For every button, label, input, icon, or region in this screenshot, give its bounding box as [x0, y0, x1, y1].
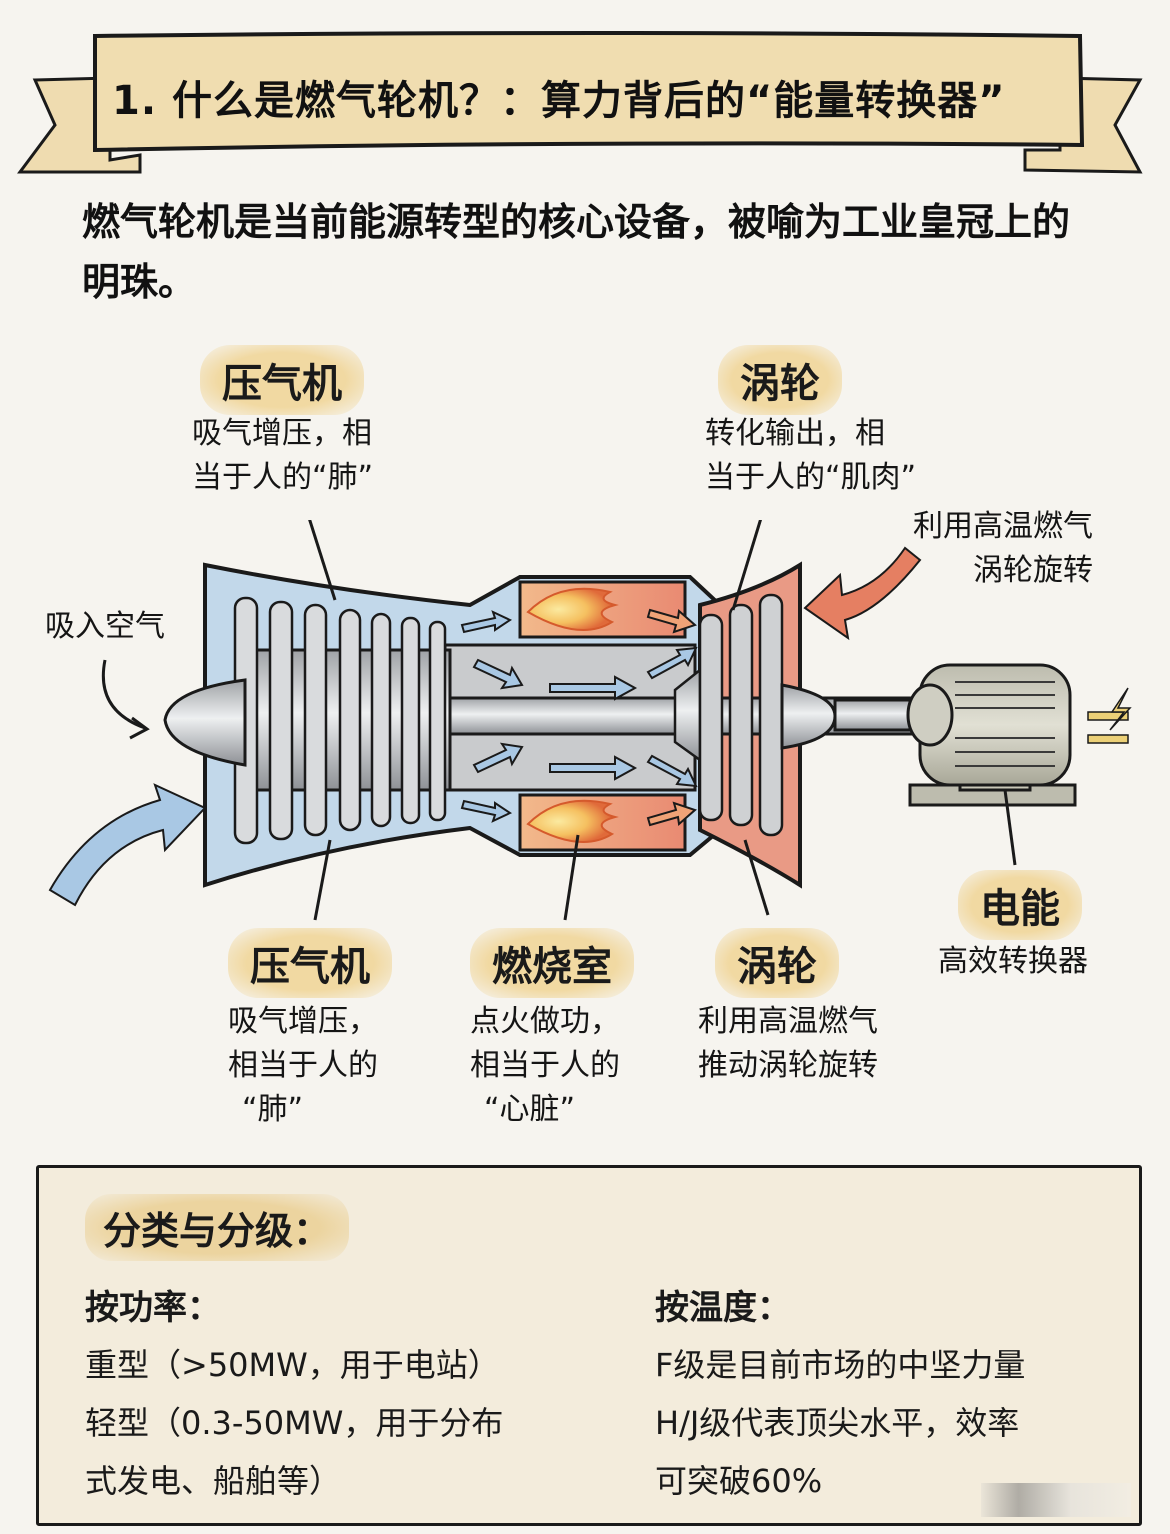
hot-gas-input-arrow — [803, 546, 922, 641]
desc-line: 利用高温燃气 — [698, 1004, 878, 1039]
leader-lines — [101, 520, 1017, 921]
desc-line: 吸气增压， — [228, 1004, 378, 1039]
desc-line: 点火做功， — [470, 1004, 620, 1039]
air-intake-arrow — [48, 783, 207, 907]
desc-compressor-top: 吸气增压，相 当于人的“肺” — [192, 412, 373, 500]
desc-line: “心脏” — [484, 1092, 576, 1127]
flame-icon — [526, 799, 619, 843]
desc-line: 推动涡轮旋转 — [698, 1048, 878, 1083]
list-item: 重型（>50MW，用于电站） — [85, 1346, 500, 1384]
list-item: 式发电、船舶等） — [85, 1462, 342, 1500]
by-temperature-list: F级是目前市场的中坚力量 H/J级代表顶尖水平，效率 可突破60% — [655, 1336, 1025, 1510]
hot-gas-arrows — [646, 546, 922, 827]
by-power-title: 按功率： — [85, 1288, 221, 1328]
label-turbine-top: 涡轮 — [718, 345, 842, 415]
lightning-icon — [1087, 687, 1132, 744]
classification-heading: 分类与分级： — [85, 1194, 350, 1261]
list-item: F级是目前市场的中坚力量 — [655, 1346, 1026, 1384]
watermark — [981, 1483, 1131, 1517]
title-banner — [17, 31, 1143, 174]
desc-turbine-bottom: 利用高温燃气 推动涡轮旋转 — [698, 1000, 878, 1088]
label-combustor: 燃烧室 — [470, 928, 634, 998]
turbine-rotor — [673, 593, 837, 837]
desc-line: 相当于人的 — [470, 1048, 620, 1083]
classification-panel: 分类与分级： 按功率： 重型（>50MW，用于电站） 轻型（0.3-50MW，用… — [36, 1165, 1142, 1526]
desc-line: 当于人的“肌肉” — [705, 460, 917, 495]
desc-line: 转化输出，相 — [705, 416, 885, 451]
desc-line: “肺” — [242, 1092, 304, 1127]
desc-electric-power: 高效转换器 — [938, 944, 1088, 979]
label-compressor-top: 压气机 — [200, 345, 364, 415]
generator-icon — [906, 663, 1077, 807]
note-line: 涡轮旋转 — [973, 553, 1093, 588]
gas-turbine-diagram — [48, 520, 1132, 921]
list-item: 轻型（0.3-50MW，用于分布 — [85, 1404, 504, 1442]
note-line: 利用高温燃气 — [913, 509, 1093, 544]
desc-compressor-bottom: 吸气增压， 相当于人的 “肺” — [228, 1000, 378, 1132]
desc-combustor: 点火做功， 相当于人的 “心脏” — [470, 1000, 620, 1132]
list-item: 可突破60% — [655, 1462, 823, 1500]
nose-cone — [163, 678, 247, 767]
airflow-arrows — [48, 610, 698, 907]
desc-turbine-top: 转化输出，相 当于人的“肌肉” — [705, 412, 916, 500]
desc-line: 相当于人的 — [228, 1048, 378, 1083]
intro-text: 燃气轮机是当前能源转型的核心设备，被喻为工业皇冠上的明珠。 — [82, 200, 1071, 304]
list-item: H/J级代表顶尖水平，效率 — [655, 1404, 1020, 1442]
label-electric-power: 电能 — [958, 870, 1082, 940]
by-temperature-title: 按温度： — [655, 1288, 791, 1328]
generator-shaft — [833, 698, 912, 732]
page-title: 1. 什么是燃气轮机？：算力背后的“能量转换器” — [112, 78, 1006, 124]
desc-line: 当于人的“肺” — [192, 460, 374, 495]
compressor-rotor — [233, 596, 452, 845]
note-hot-gas: 利用高温燃气 涡轮旋转 — [878, 505, 1093, 593]
by-power-list: 重型（>50MW，用于电站） 轻型（0.3-50MW，用于分布 式发电、船舶等） — [85, 1336, 503, 1510]
label-compressor-bottom: 压气机 — [228, 928, 392, 998]
flame-icon — [526, 587, 619, 631]
label-air-intake: 吸入空气 — [45, 609, 165, 644]
desc-line: 吸气增压，相 — [192, 416, 372, 451]
label-turbine-bottom: 涡轮 — [715, 928, 839, 998]
banner-body — [93, 31, 1085, 153]
